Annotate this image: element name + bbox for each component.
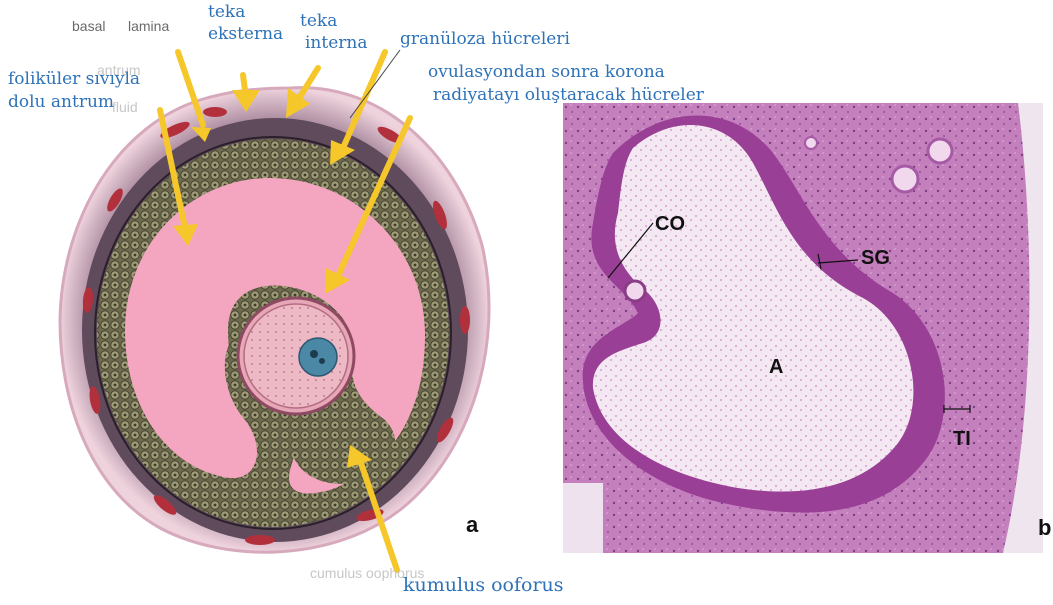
label-teka-eksterna-line2: eksterna bbox=[208, 24, 283, 44]
label-granuloza: granüloza hücreleri bbox=[400, 29, 570, 49]
label-lamina-en: lamina bbox=[128, 18, 169, 34]
micro-label-co: CO bbox=[655, 213, 685, 236]
micro-label-ti: TI bbox=[953, 428, 971, 451]
label-basal-en: basal bbox=[72, 18, 105, 34]
label-teka-interna-line1: teka bbox=[300, 11, 337, 31]
label-korona-line2: radiyatayı oluştaracak hücreler bbox=[433, 85, 704, 105]
micro-label-sg: SG bbox=[861, 247, 890, 270]
label-korona-line1: ovulasyondan sonra korona bbox=[428, 62, 665, 82]
panel-b-micrograph bbox=[563, 103, 1043, 553]
label-teka-eksterna-line1: teka bbox=[208, 2, 245, 22]
oocyte-in-cumulus bbox=[625, 281, 645, 301]
label-teka-interna-line2: interna bbox=[305, 33, 368, 53]
micro-label-a: A bbox=[769, 356, 783, 379]
label-kumulus-ooforus: kumulus ooforus bbox=[403, 575, 564, 595]
oocyte-nucleus bbox=[299, 338, 337, 376]
label-folikuler-line2: dolu antrum bbox=[8, 92, 114, 112]
label-folikuler-line1: foliküler sıvıyla bbox=[8, 69, 140, 89]
label-fluid-en: fluid bbox=[112, 99, 138, 115]
panel-b-letter: b bbox=[1038, 515, 1051, 541]
panel-a-letter: a bbox=[466, 512, 478, 538]
